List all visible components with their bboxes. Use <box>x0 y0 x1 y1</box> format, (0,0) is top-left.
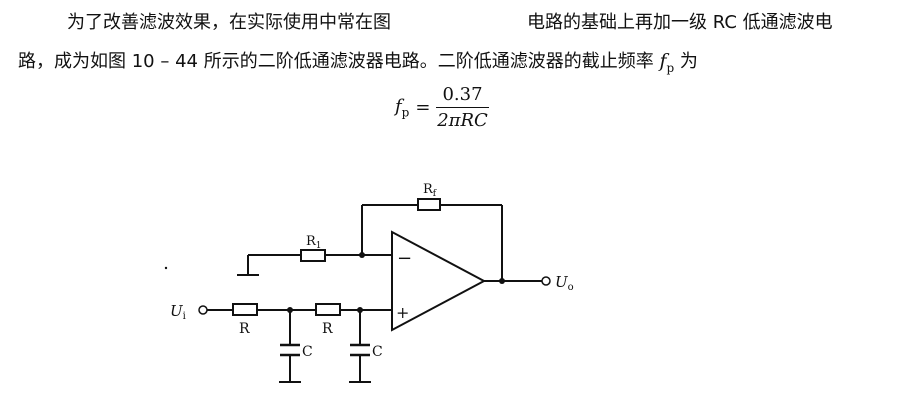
formula-lhs-sub: p <box>401 105 410 120</box>
capacitor-1-label: C <box>302 344 313 360</box>
formula-equals: = <box>415 97 431 118</box>
formula-denominator: 2πRC <box>437 110 488 131</box>
feedback-resistor-sub: f <box>433 189 437 199</box>
input-resistor-sub: 1 <box>316 241 322 251</box>
feedback-resistor-letter: R <box>423 182 434 197</box>
input-resistor-label: R1 <box>306 234 322 251</box>
feedback-resistor-label: Rf <box>423 182 437 199</box>
cutoff-frequency-sub: p <box>666 60 675 75</box>
junction-output <box>499 278 505 284</box>
junction-c1 <box>287 307 293 313</box>
output-voltage-letter: U <box>555 273 569 291</box>
noninverting-sign: + <box>396 303 409 322</box>
formula-fraction: 0.37 2πRC <box>436 84 489 131</box>
paragraph-line1-end: 电路的基础上再加一级 RC 低通滤波电 <box>527 12 833 33</box>
series-resistor-1-label: R <box>239 321 250 337</box>
capacitor-2 <box>350 343 370 357</box>
input-resistor-letter: R <box>306 234 317 249</box>
output-terminal <box>541 276 551 286</box>
paragraph-line2-tail: 为 <box>679 51 698 72</box>
input-resistor-r1 <box>300 249 326 262</box>
series-resistor-1 <box>232 303 258 316</box>
cutoff-frequency-formula: fp = 0.37 2πRC <box>395 84 489 131</box>
cutoff-frequency-symbol: fp <box>659 50 675 75</box>
input-voltage-label: Ui <box>170 302 186 322</box>
series-resistor-2 <box>315 303 341 316</box>
feedback-resistor <box>417 198 441 211</box>
capacitor-2-label: C <box>372 344 383 360</box>
stray-dot <box>164 266 168 270</box>
paragraph-line2-text: 路，成为如图 10 – 44 所示的二阶低通滤波器电路。二阶低通滤波器的截止频率 <box>18 51 654 72</box>
junction-inverting <box>359 252 365 258</box>
capacitor-1 <box>280 343 300 357</box>
output-voltage-sub: o <box>568 282 574 293</box>
formula-lhs-f: f <box>395 95 402 117</box>
series-resistor-2-label: R <box>322 321 333 337</box>
paragraph-line2: 路，成为如图 10 – 44 所示的二阶低通滤波器电路。二阶低通滤波器的截止频率… <box>18 47 698 75</box>
junction-c2 <box>357 307 363 313</box>
inverting-sign: − <box>397 248 412 269</box>
formula-lhs: fp <box>395 96 409 120</box>
input-voltage-letter: U <box>170 302 184 320</box>
cutoff-frequency-f: f <box>659 50 667 72</box>
input-voltage-sub: i <box>183 311 186 322</box>
op-amp-triangle <box>391 230 487 332</box>
formula-numerator: 0.37 <box>436 84 489 108</box>
input-terminal <box>198 305 208 315</box>
output-voltage-label: Uo <box>555 273 574 293</box>
paragraph-line1-start: 为了改善滤波效果，在实际使用中常在图 <box>67 12 391 33</box>
